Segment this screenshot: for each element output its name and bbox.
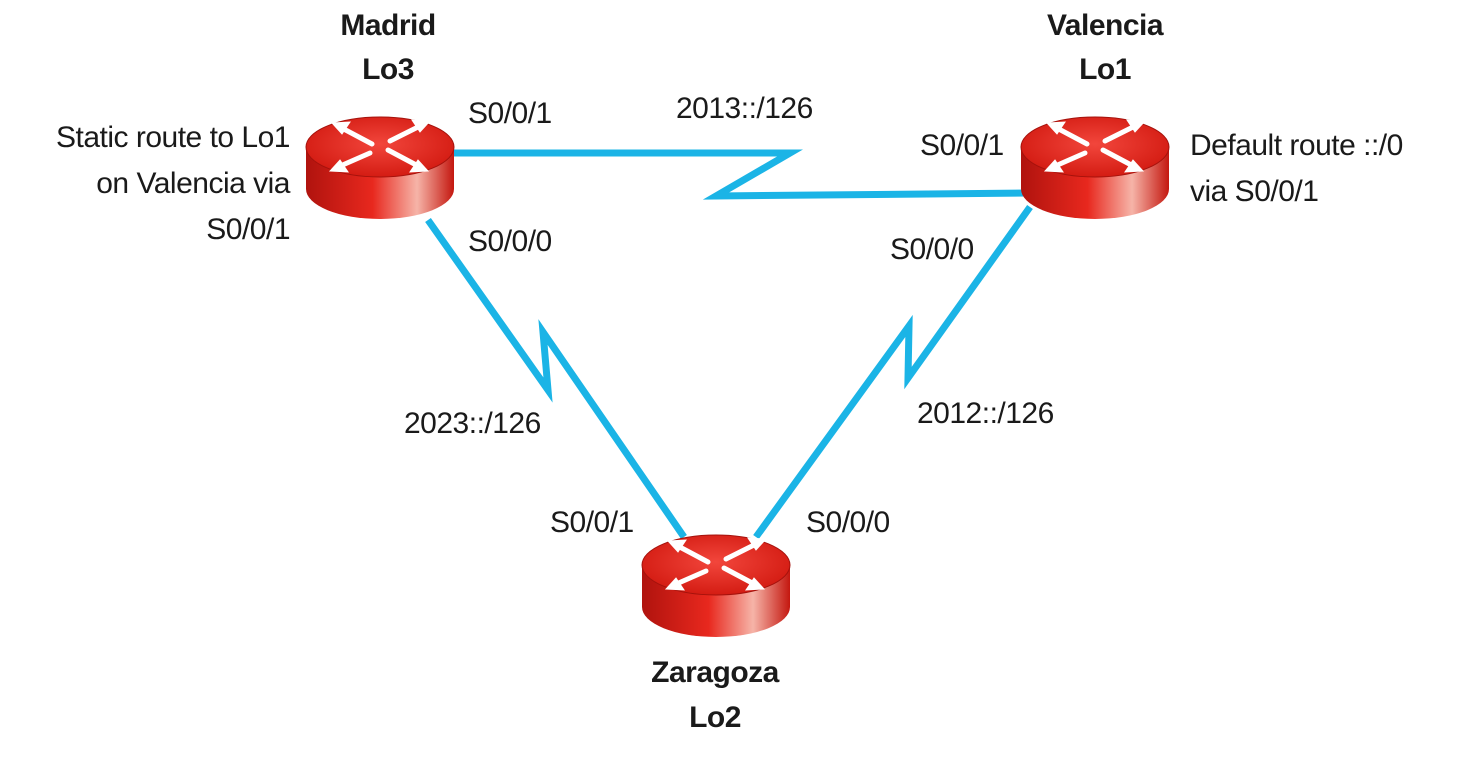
note-madrid-line-2: on Valencia via xyxy=(96,167,290,200)
network-madrid-valencia: 2013::/126 xyxy=(676,92,813,125)
note-valencia-line-1: Default route ::/0 xyxy=(1190,129,1403,162)
interface-madrid-s000: S0/0/0 xyxy=(468,225,552,258)
router-zaragoza-icon xyxy=(642,535,790,637)
interface-valencia-s000: S0/0/0 xyxy=(890,233,974,266)
link-madrid-valencia xyxy=(450,149,1029,200)
router-valencia-icon xyxy=(1021,117,1169,219)
router-loopback-valencia: Lo1 xyxy=(1079,53,1131,86)
interface-zaragoza-s001: S0/0/1 xyxy=(550,506,634,539)
network-madrid-zaragoza: 2023::/126 xyxy=(404,407,541,440)
router-name-valencia: Valencia xyxy=(1046,9,1164,42)
interface-zaragoza-s000: S0/0/0 xyxy=(806,506,890,539)
router-loopback-zaragoza: Lo2 xyxy=(689,701,741,734)
link-valencia-zaragoza xyxy=(753,204,1033,540)
note-madrid-line-1: Static route to Lo1 xyxy=(56,121,291,154)
interface-madrid-s001: S0/0/1 xyxy=(468,97,552,130)
router-name-madrid: Madrid xyxy=(340,9,436,42)
network-valencia-zaragoza: 2012::/126 xyxy=(917,397,1054,430)
note-valencia-line-2: via S0/0/1 xyxy=(1190,175,1319,208)
router-loopback-madrid: Lo3 xyxy=(362,53,414,86)
interface-valencia-s001: S0/0/1 xyxy=(920,129,1004,162)
router-madrid-icon xyxy=(306,117,454,219)
router-name-zaragoza: Zaragoza xyxy=(651,656,779,689)
link-madrid-zaragoza xyxy=(425,217,687,539)
note-madrid-line-3: S0/0/1 xyxy=(206,213,290,246)
